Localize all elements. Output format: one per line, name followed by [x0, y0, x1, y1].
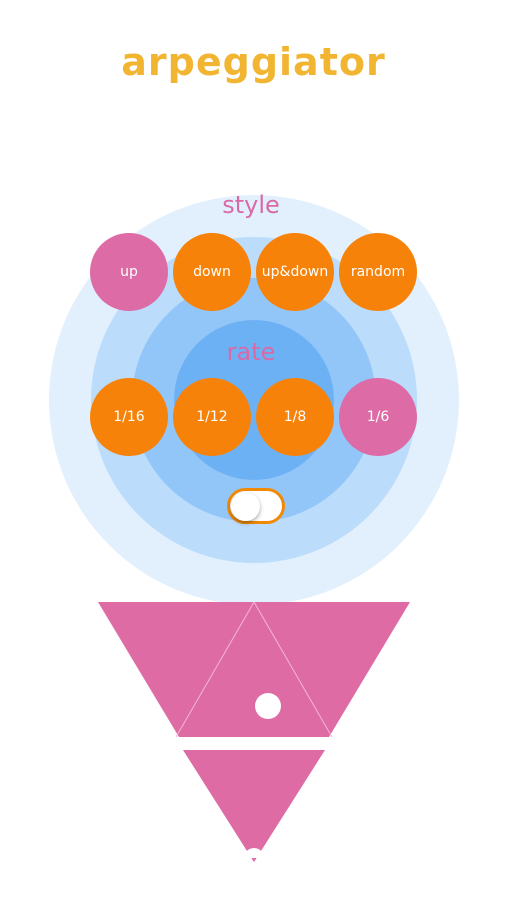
rate-1-16-label: 1/16	[113, 409, 145, 425]
rate-1-8-button[interactable]: 1/8	[256, 378, 334, 456]
style-label: style	[222, 191, 280, 219]
rate-1-16-button[interactable]: 1/16	[90, 378, 168, 456]
toggle-knob	[231, 492, 260, 521]
style-down-label: down	[193, 264, 231, 280]
style-updown-label: up&down	[261, 264, 329, 280]
rate-1-8-label: 1/8	[283, 409, 307, 425]
rate-1-12-label: 1/12	[196, 409, 228, 425]
lower-pad-triangle[interactable]	[183, 750, 325, 862]
app-title: arpeggiator	[121, 40, 386, 84]
style-up-button[interactable]: up	[90, 233, 168, 311]
style-up-label: up	[120, 264, 138, 280]
pad-cursor-dot[interactable]	[255, 693, 281, 719]
style-random-label: random	[350, 264, 406, 280]
arpeggiator-toggle[interactable]	[227, 488, 285, 524]
rate-1-12-button[interactable]: 1/12	[173, 378, 251, 456]
rate-1-6-button[interactable]: 1/6	[339, 378, 417, 456]
style-random-button[interactable]: random	[339, 233, 417, 311]
rate-label: rate	[226, 338, 276, 366]
style-updown-button[interactable]: up&down	[256, 233, 334, 311]
rate-1-6-label: 1/6	[366, 409, 390, 425]
style-down-button[interactable]: down	[173, 233, 251, 311]
